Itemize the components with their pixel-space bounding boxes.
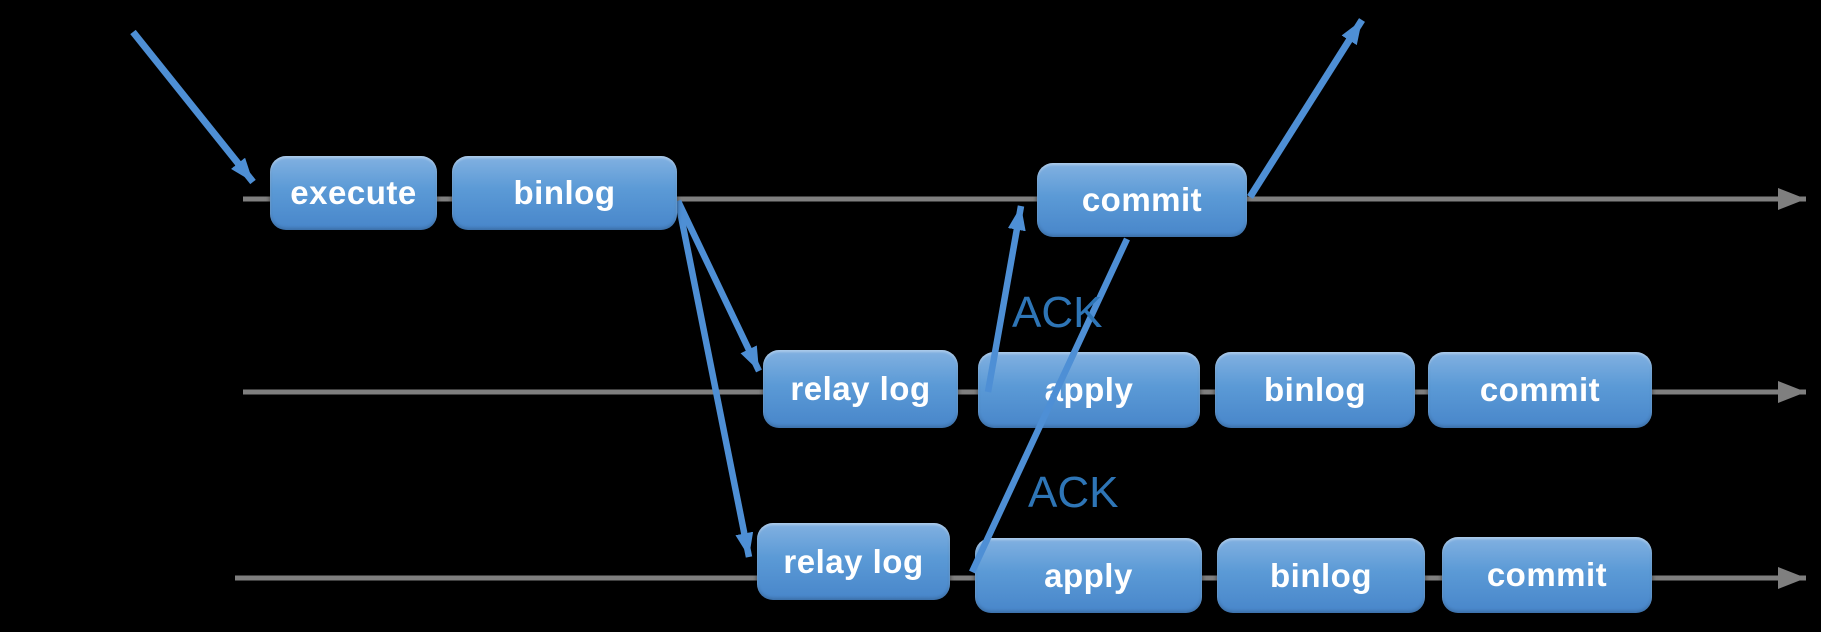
binlog-to-slave2-relay-arrow	[674, 200, 754, 558]
master-execute-box: execute	[270, 156, 437, 230]
slave1-ack-label: ACK	[1012, 288, 1103, 337]
master-binlog-box: binlog	[452, 156, 677, 230]
slave2-relaylog-box: relay log	[757, 523, 950, 600]
slave1-relaylog-box: relay log	[763, 350, 958, 428]
binlog-to-slave1-relay-arrow	[675, 199, 762, 373]
slave2-ack-label: ACK	[1028, 468, 1119, 517]
slave1-apply-box: apply	[978, 352, 1200, 428]
slave2-commit-box: commit	[1442, 537, 1652, 613]
slave2-apply-box: apply	[975, 538, 1202, 613]
client-response-arrow	[1247, 18, 1365, 199]
master-commit-box: commit	[1037, 163, 1247, 237]
slave1-binlog-box: binlog	[1215, 352, 1415, 428]
client-request-arrow	[130, 29, 256, 185]
slave2-binlog-box: binlog	[1217, 538, 1425, 613]
slave1-commit-box: commit	[1428, 352, 1652, 428]
